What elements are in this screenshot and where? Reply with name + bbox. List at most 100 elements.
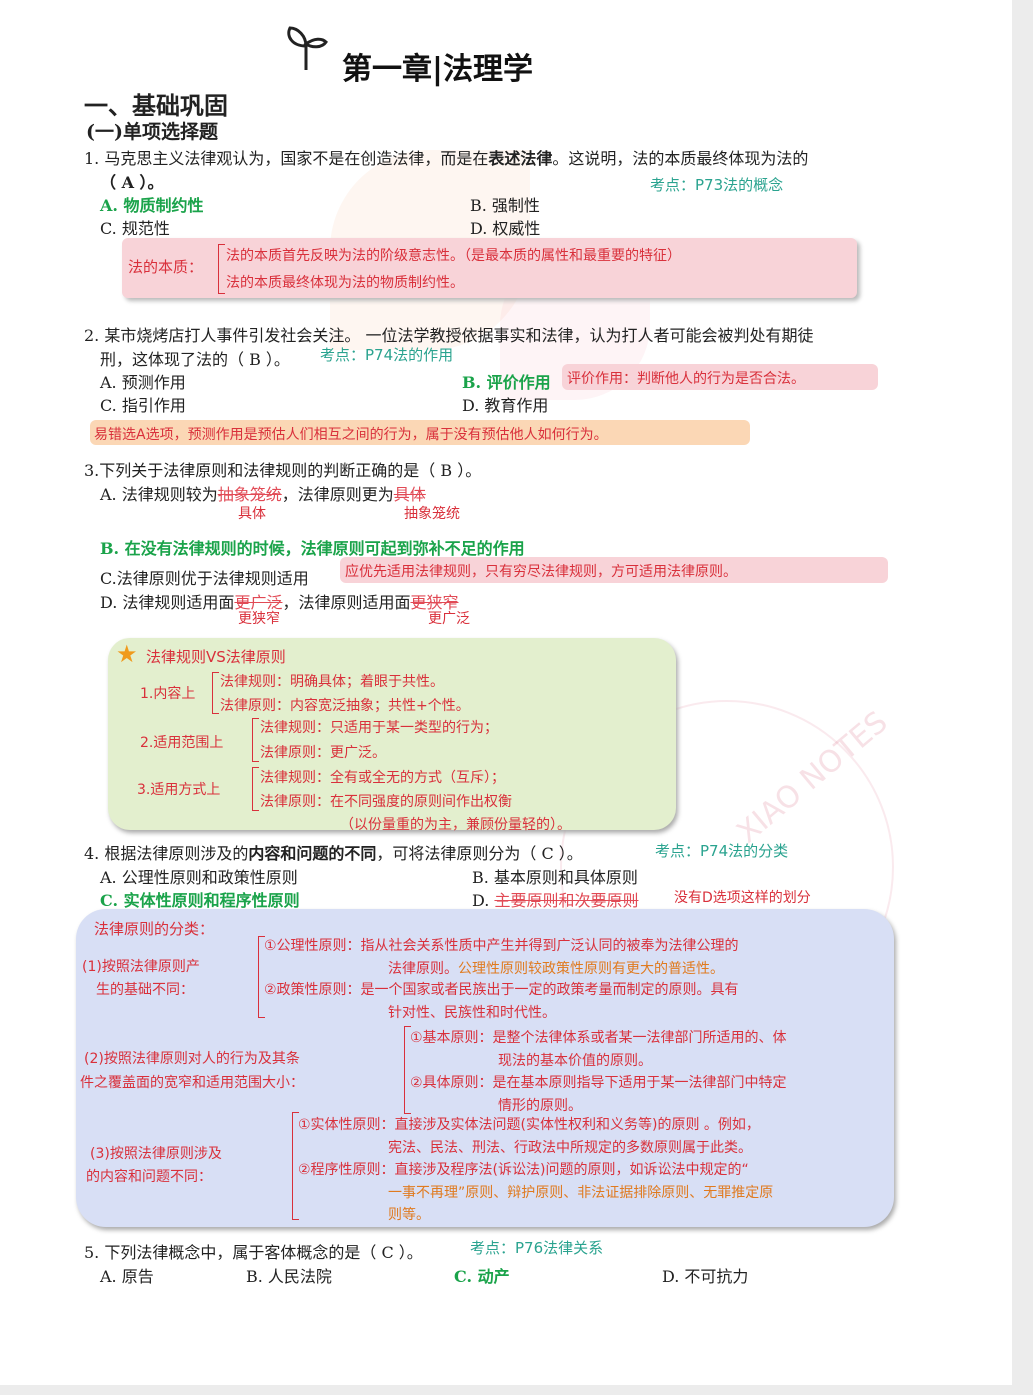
q2-option-b-note: 评价作用：判断他人的行为是否合法。 <box>567 371 805 387</box>
q1-option-c: C. 规范性 <box>100 219 170 238</box>
bracket <box>218 244 225 294</box>
group-2-item-2-b: 情形的原则。 <box>498 1098 582 1114</box>
row-3-line-3: （以份量重的为主，兼顾份量轻的）。 <box>340 817 571 833</box>
q3-option-a: A. 法律规则较为抽象笼统，法律原则更为具体 <box>100 481 426 505</box>
row-2-label: 2.适用范围上 <box>140 735 224 751</box>
q1-option-b: B. 强制性 <box>470 196 540 215</box>
q1-answer: （ A ）。 <box>100 173 164 192</box>
q3-a-strike-2: 具体 <box>393 485 426 504</box>
group-1-item-1-a: ①公理性原则：指从社会关系性质中产生并得到广泛认同的被奉为法律公理的 <box>264 938 739 954</box>
group-2-item-1-b: 现法的基本价值的原则。 <box>498 1053 652 1069</box>
q1-explanation-line-2: 法的本质最终体现为法的物质制约性。 <box>226 275 464 291</box>
group-3-item-2-c: 则等。 <box>388 1207 430 1223</box>
q3-d-strike-1: 更广泛 <box>234 593 283 612</box>
q1-option-a: A. 物质制约性 <box>100 196 204 215</box>
group-2-item-1-a: ①基本原则：是整个法律体系或者某一法律部门所适用的、体 <box>410 1030 787 1046</box>
q2-note-box <box>562 364 878 390</box>
q3-a-fix-2: 抽象笼统 <box>404 506 460 522</box>
group-2-label-2: 件之覆盖面的宽窄和适用范围大小： <box>80 1075 304 1091</box>
q5-option-b: B. 人民法院 <box>246 1267 332 1286</box>
q4-keyword: 内容和问题的不同 <box>248 844 377 863</box>
row-2-line-2: 法律原则：更广泛。 <box>260 745 386 761</box>
sprout-icon <box>287 26 328 70</box>
group-1-item-1-b-text: 法律原则。 <box>388 961 458 977</box>
q3-option-c: C.法律原则优于法律规则适用 <box>100 569 309 588</box>
q2-warning-box <box>90 420 750 445</box>
bracket <box>252 718 259 762</box>
group-1-item-1-b: 法律原则。公理性原则较政策性原则有更大的普适性。 <box>388 958 724 978</box>
question-3: 3.下列关于法律原则和法律规则的判断正确的是（ B ）。 <box>84 461 482 480</box>
group-2-item-2-a: ②具体原则：是在基本原则指导下适用于某一法律部门中特定 <box>410 1075 787 1091</box>
group-3-label-2: 的内容和问题不同： <box>86 1169 212 1185</box>
row-2-line-1: 法律规则：只适用于某一类型的行为； <box>260 720 498 736</box>
q3-option-d: D. 法律规则适用面更广泛，法律原则适用面更狭窄 <box>100 589 458 613</box>
bracket <box>212 672 219 714</box>
q4-option-c: C. 实体性原则和程序性原则 <box>100 891 300 910</box>
rules-vs-principles-card <box>108 638 676 830</box>
q3-d-fix-1: 更狭窄 <box>238 611 280 627</box>
group-3-item-2-a: ②程序性原则：直接涉及程序法(诉讼法)问题的原则，如诉讼法中规定的“ <box>298 1162 749 1178</box>
q1-text: 1. 马克思主义法律观认为，国家不是在创造法律，而是在 <box>84 149 489 168</box>
q1-option-d: D. 权威性 <box>470 219 541 238</box>
row-3-label: 3.适用方式上 <box>137 782 221 798</box>
q3-d-text: D. 法律规则适用面 <box>100 593 235 612</box>
q3-a-text-2: ，法律原则更为 <box>281 485 394 504</box>
q1-explanation-label: 法的本质： <box>128 258 204 276</box>
q3-a-fix-1: 具体 <box>238 506 266 522</box>
page-scroll-gutter <box>1012 0 1033 1395</box>
group-3-item-1-a: ①实体性原则：直接涉及实体法问题(实体性权利和义务等)的原则 。例如， <box>298 1117 760 1133</box>
q4-d-prefix: D. <box>472 891 495 910</box>
group-1-item-2-b: 针对性、民族性和时代性。 <box>388 1005 556 1021</box>
q3-c-note: 应优先适用法律规则，只有穷尽法律规则，方可适用法律原则。 <box>345 564 737 580</box>
bracket <box>252 767 259 811</box>
q1-keyword: 表述法律 <box>488 149 553 168</box>
star-icon: ★ <box>116 640 138 668</box>
q2-option-d: D. 教育作用 <box>462 396 549 415</box>
q2-warning: 易错选A选项，预测作用是预估人们相互之间的行为，属于没有预估他人如何行为。 <box>94 427 608 443</box>
q4-option-d: D. 主要原则和次要原则 <box>472 887 638 911</box>
row-1-line-2: 法律原则：内容宽泛抽象；共性+个性。 <box>220 698 470 714</box>
group-3-label-1: (3)按照法律原则涉及 <box>90 1146 222 1162</box>
group-1-item-2-a: ②政策性原则：是一个国家或者民族出于一定的政策考量而制定的原则。具有 <box>264 982 739 998</box>
q5-option-d: D. 不可抗力 <box>662 1267 749 1286</box>
question-1: 1. 马克思主义法律观认为，国家不是在创造法律，而是在表述法律。这说明，法的本质… <box>84 145 808 169</box>
q3-a-strike-1: 抽象笼统 <box>217 485 282 504</box>
q3-c-note-box <box>340 557 888 583</box>
q4-option-a: A. 公理性原则和政策性原则 <box>100 868 298 887</box>
row-1-label: 1.内容上 <box>140 686 196 702</box>
q3-option-b: B. 在没有法律规则的时候，法律原则可起到弥补不足的作用 <box>100 539 525 558</box>
card-title: 法律规则VS法律原则 <box>146 648 286 666</box>
group-1-label-1: (1)按照法律原则产 <box>82 959 200 975</box>
q5-note: 考点：P76法律关系 <box>470 1239 604 1257</box>
q1-text-end: 。这说明，法的本质最终体现为法的 <box>552 149 809 168</box>
q4-d-strike: 主要原则和次要原则 <box>494 891 639 910</box>
q2-answer: 刑，这体现了法的（ B ）。 <box>100 350 290 369</box>
classification-title: 法律原则的分类： <box>94 920 215 938</box>
classification-card <box>76 909 894 1227</box>
row-3-line-2: 法律原则：在不同强度的原则间作出权衡 <box>260 794 512 810</box>
bracket <box>404 1026 411 1114</box>
group-1-item-1-c-text: 公理性原则较政策性原则有更大的普适性。 <box>458 961 724 977</box>
group-3-item-1-b: 宪法、民法、刑法、行政法中所规定的多数原则属于此类。 <box>388 1140 752 1156</box>
q1-note: 考点：P73法的概念 <box>650 176 784 194</box>
q5-option-a: A. 原告 <box>100 1267 154 1286</box>
q4-text: 4. 根据法律原则涉及的 <box>84 844 249 863</box>
q2-option-c: C. 指引作用 <box>100 396 186 415</box>
q3-d-fix-2: 更广泛 <box>428 611 470 627</box>
question-2: 2. 某市烧烤店打人事件引发社会关注。 一位法学教授依据事实和法律，认为打人者可… <box>84 326 814 345</box>
q2-option-a: A. 预测作用 <box>100 373 186 392</box>
group-3-item-2-b: 一事不再理”原则、辩护原则、非法证据排除原则、无罪推定原 <box>388 1185 774 1201</box>
q1-explanation-box <box>122 238 857 298</box>
row-1-line-1: 法律规则：明确具体；着眼于共性。 <box>220 674 444 690</box>
bracket <box>292 1112 299 1220</box>
q1-explanation-line-1: 法的本质首先反映为法的阶级意志性。（是最本质的属性和最重要的特征） <box>226 248 681 264</box>
q5-option-c: C. 动产 <box>454 1267 510 1286</box>
q4-note: 考点：P74法的分类 <box>655 842 789 860</box>
row-3-line-1: 法律规则：全有或全无的方式（互斥）； <box>260 770 505 786</box>
bracket <box>258 936 265 1018</box>
section-heading: 一、基础巩固 <box>84 91 228 120</box>
subsection-heading: (一)单项选择题 <box>86 121 218 143</box>
group-1-label-2: 生的基础不同： <box>96 982 194 998</box>
page-title: 第一章|法理学 <box>342 52 533 87</box>
q4-option-b: B. 基本原则和具体原则 <box>472 868 638 887</box>
